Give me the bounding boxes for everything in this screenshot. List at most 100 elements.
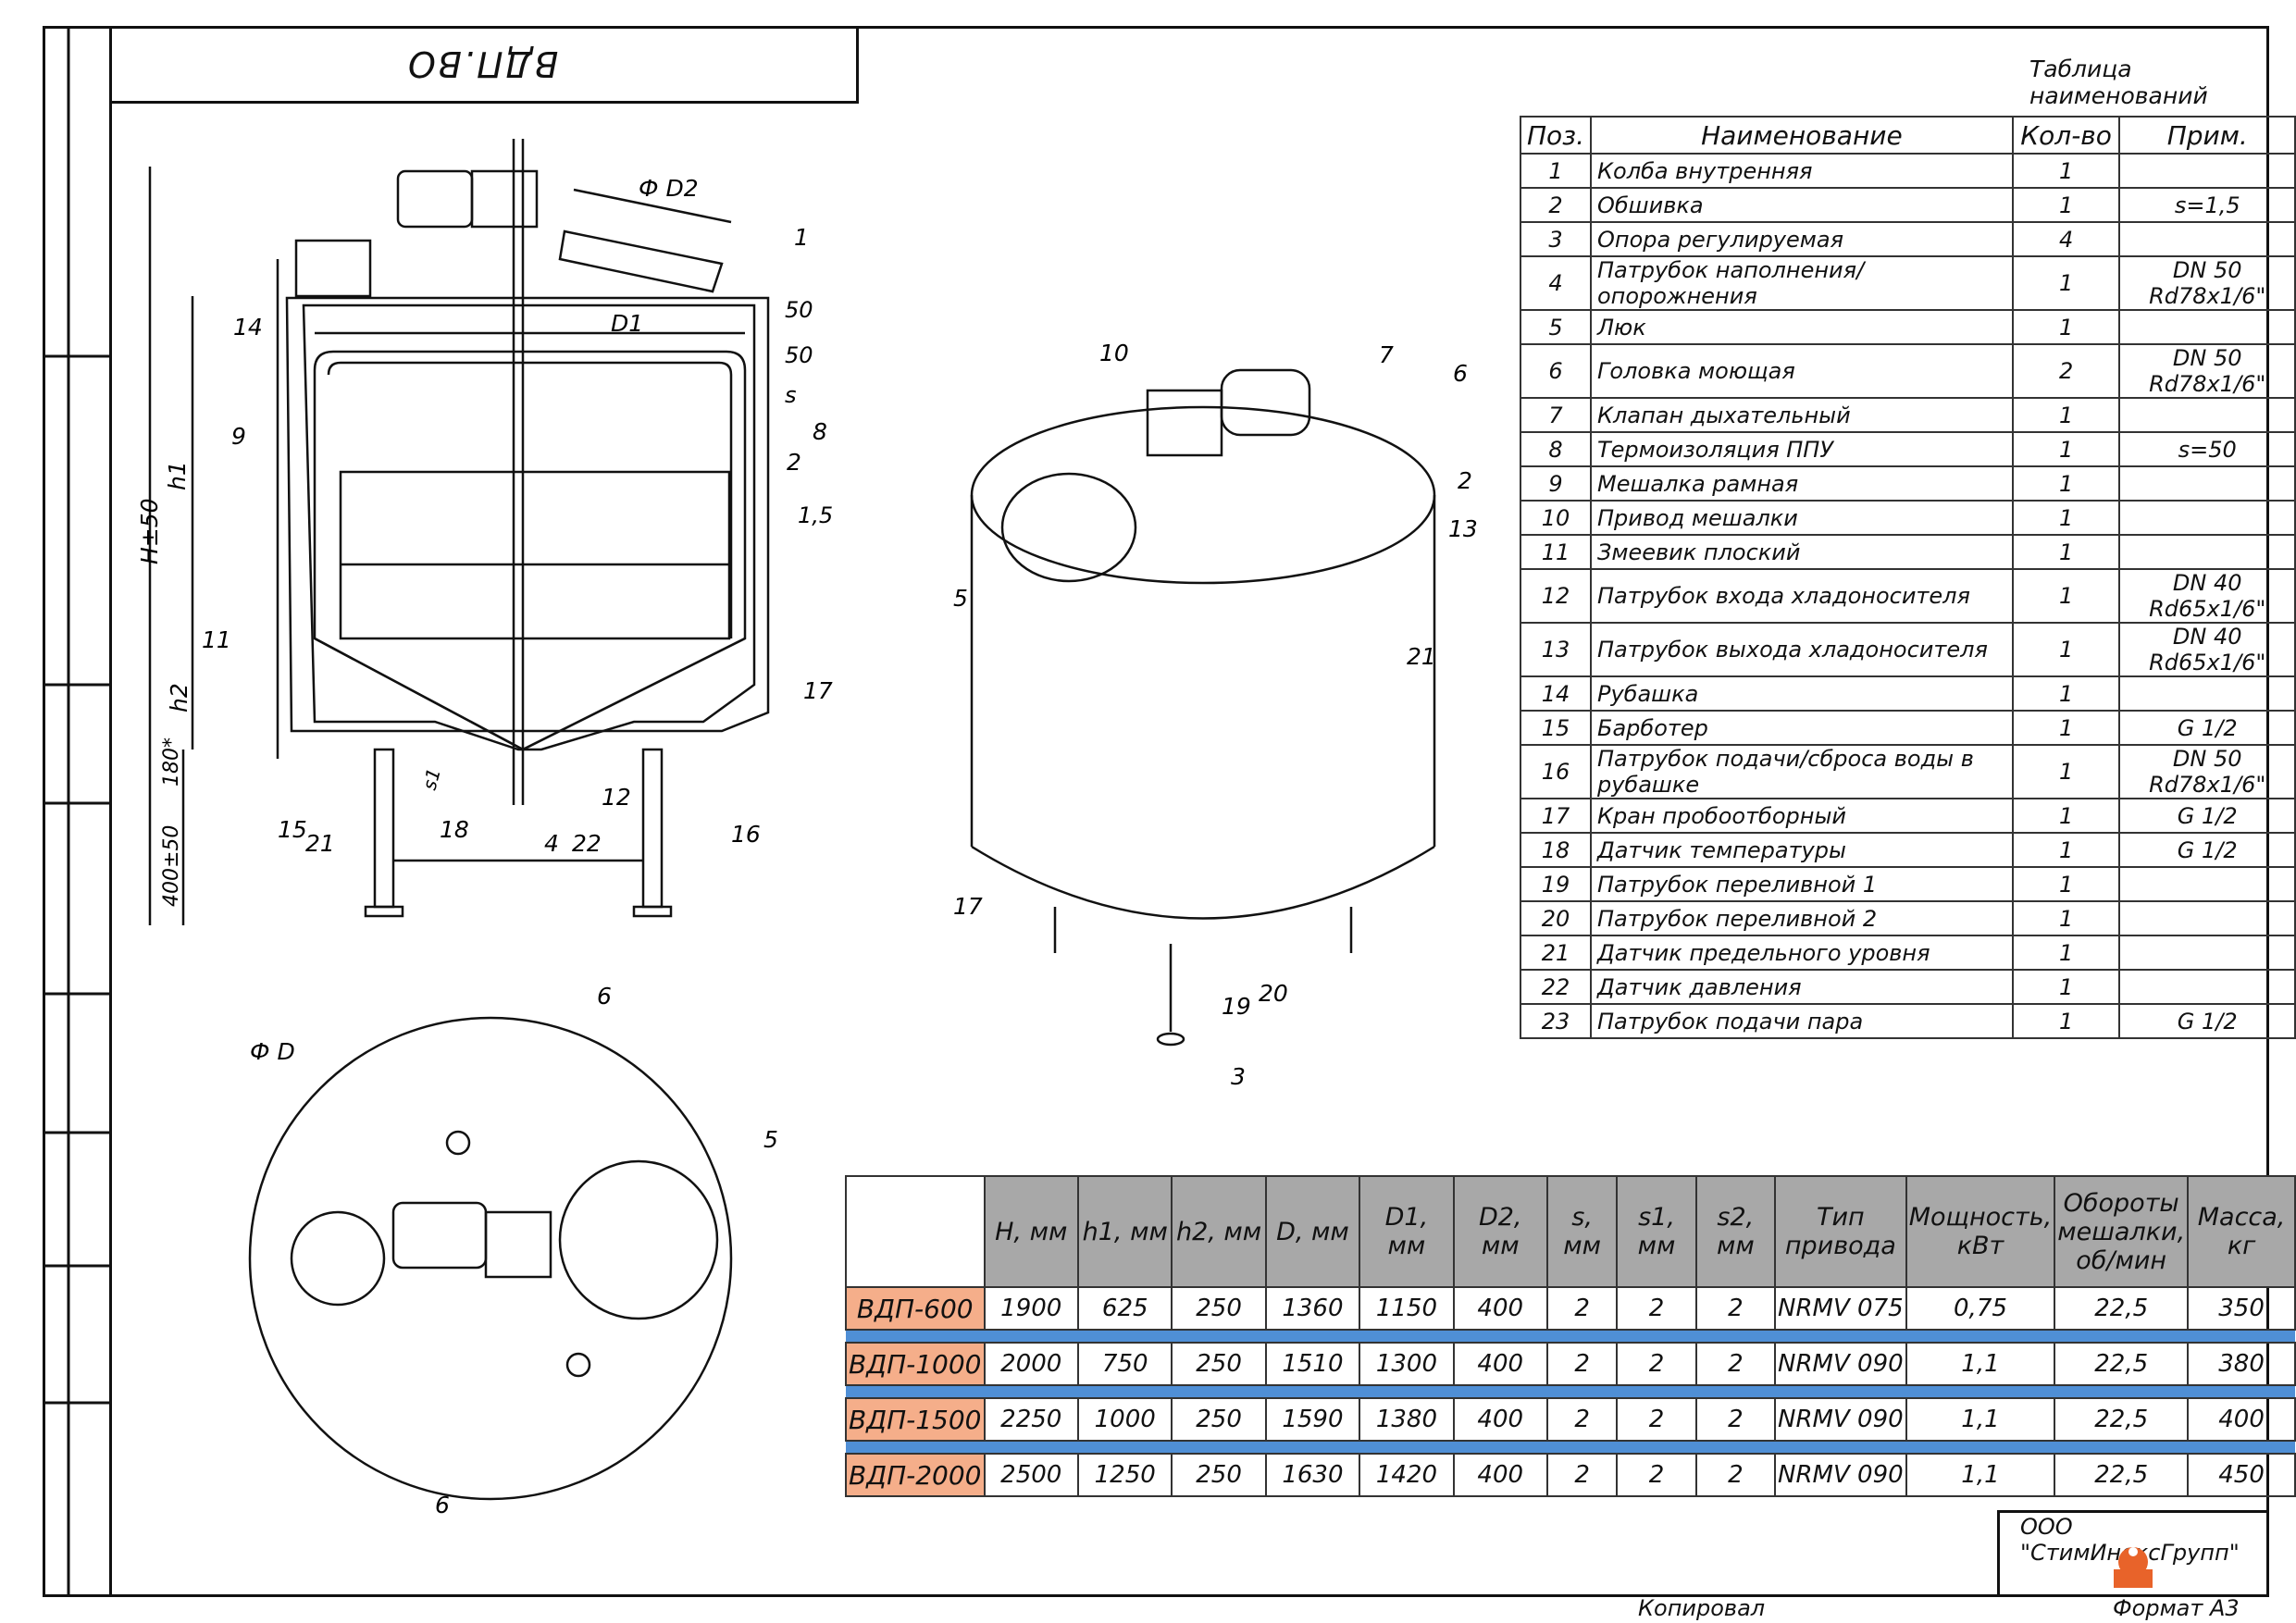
names-cell-note xyxy=(2118,675,2296,712)
callout-label: 6 xyxy=(597,983,612,1010)
names-cell-pos: 23 xyxy=(1520,1003,1592,1039)
foot-right xyxy=(632,905,673,918)
hatch xyxy=(558,229,724,293)
names-cell-pos: 11 xyxy=(1520,534,1592,570)
names-cell-pos: 10 xyxy=(1520,500,1592,536)
names-cell-name: Кран пробоотборный xyxy=(1589,798,2014,834)
models-header-cell: Масса, кг xyxy=(2187,1175,2296,1288)
names-cell-qty: 1 xyxy=(2011,255,2121,311)
models-cell-value: 22,5 xyxy=(2054,1286,2190,1331)
names-cell-note xyxy=(2118,153,2296,189)
top-outer-circle xyxy=(248,1016,733,1501)
names-cell-pos: 15 xyxy=(1520,710,1592,746)
drawing-title: ВДП.ВО xyxy=(406,43,559,84)
names-header-pos: Поз. xyxy=(1520,116,1592,155)
side-strip xyxy=(43,26,109,1597)
models-header-cell: Мощность, кВт xyxy=(1905,1175,2056,1288)
models-cell-value: 2 xyxy=(1616,1342,1697,1386)
names-cell-note xyxy=(2118,397,2296,433)
names-cell-note: G 1/2 xyxy=(2118,832,2296,868)
names-cell-pos: 6 xyxy=(1520,343,1592,399)
models-header-cell: s1, мм xyxy=(1616,1175,1697,1288)
models-cell-value: 22,5 xyxy=(2054,1453,2190,1497)
models-cell-model: ВДП-1000 xyxy=(845,1342,986,1386)
names-cell-note xyxy=(2118,900,2296,936)
models-cell-value: 750 xyxy=(1076,1342,1173,1386)
names-cell-name: Патрубок переливной 1 xyxy=(1589,866,2014,902)
callout-label: 7 xyxy=(1379,341,1394,368)
models-cell-value: 0,75 xyxy=(1905,1286,2056,1331)
names-cell-name: Привод мешалки xyxy=(1589,500,2014,536)
callout-label: 5 xyxy=(763,1126,778,1153)
models-header-cell: h1, мм xyxy=(1076,1175,1173,1288)
names-cell-pos: 13 xyxy=(1520,622,1592,677)
dim-D1-label: D1 xyxy=(611,310,643,337)
iso-motor xyxy=(1220,368,1311,437)
names-cell-name: Колба внутренняя xyxy=(1589,153,2014,189)
company-logo xyxy=(2114,1547,2153,1588)
models-cell-value: 2250 xyxy=(983,1397,1079,1442)
models-cell-value: 2 xyxy=(1694,1397,1777,1442)
names-cell-note: DN 40 Rd65x1/6" xyxy=(2118,622,2296,677)
callout-label: 19 xyxy=(1222,993,1251,1020)
names-cell-note: G 1/2 xyxy=(2118,710,2296,746)
names-cell-name: Патрубок входа хладоносителя xyxy=(1589,568,2014,624)
models-cell-value: 2 xyxy=(1694,1342,1777,1386)
callout-label: 15 xyxy=(278,816,307,843)
names-cell-qty: 1 xyxy=(2011,832,2121,868)
names-cell-note: DN 50 Rd78x1/6" xyxy=(2118,343,2296,399)
models-cell-value: 2 xyxy=(1545,1342,1619,1386)
names-cell-note xyxy=(2118,309,2296,345)
callout-label: 17 xyxy=(953,893,983,920)
top-motor xyxy=(391,1201,488,1270)
models-cell-value: 22,5 xyxy=(2054,1397,2190,1442)
dim-h1-label: h1 xyxy=(164,461,191,490)
names-cell-note: DN 50 Rd78x1/6" xyxy=(2118,255,2296,311)
models-cell-value: 1420 xyxy=(1359,1453,1455,1497)
models-header-cell: s, мм xyxy=(1545,1175,1619,1288)
models-cell-model: ВДП-600 xyxy=(845,1286,986,1331)
names-cell-qty: 1 xyxy=(2011,1003,2121,1039)
dim-180-label: 180* xyxy=(160,737,183,787)
models-cell-value: NRMV 090 xyxy=(1774,1342,1907,1386)
motor-body xyxy=(396,169,474,229)
iso-bottom xyxy=(971,845,1435,920)
models-cell-value: 1,1 xyxy=(1905,1397,2056,1442)
names-cell-name: Патрубок подачи/сброса воды в рубашке xyxy=(1589,744,2014,799)
names-cell-note xyxy=(2118,221,2296,257)
cone-left xyxy=(314,637,524,751)
names-cell-qty: 1 xyxy=(2011,622,2121,677)
models-cell-value: 2 xyxy=(1616,1397,1697,1442)
separator-cell xyxy=(846,1330,2295,1343)
names-header-name: Наименование xyxy=(1589,116,2014,155)
models-cell-value: 625 xyxy=(1076,1286,1173,1331)
names-cell-qty: 1 xyxy=(2011,710,2121,746)
dim-400-label: 400±50 xyxy=(160,825,183,907)
names-cell-name: Головка моющая xyxy=(1589,343,2014,399)
foot-left xyxy=(364,905,404,918)
top-gearbox xyxy=(484,1210,552,1279)
inner-vessel xyxy=(313,350,747,751)
models-cell-value: 1150 xyxy=(1359,1286,1455,1331)
dim-s1-label: s1 xyxy=(418,766,445,793)
models-cell-value: 2 xyxy=(1545,1453,1619,1497)
top-view: Ф D 656 xyxy=(248,983,778,1518)
names-cell-name: Опора регулируемая xyxy=(1589,221,2014,257)
cone-right xyxy=(522,637,746,751)
callout-label: 22 xyxy=(572,830,602,857)
names-cell-note: s=1,5 xyxy=(2118,187,2296,223)
names-cell-note xyxy=(2118,935,2296,971)
callout-label: 4 xyxy=(544,830,559,857)
names-cell-note xyxy=(2118,534,2296,570)
models-cell-value: 350 xyxy=(2187,1286,2296,1331)
